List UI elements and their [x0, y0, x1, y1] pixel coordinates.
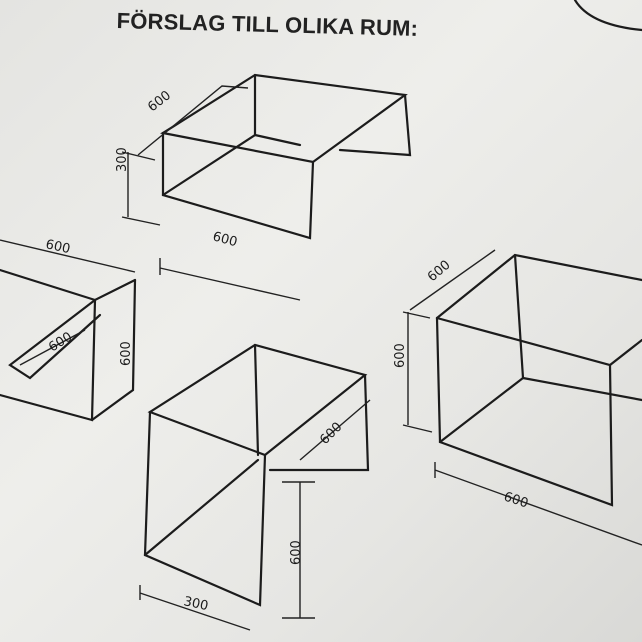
- center-box-width-label: 300: [182, 594, 209, 614]
- right-box-depth-label: 600: [425, 258, 454, 285]
- top-box-height-label: 300: [115, 147, 130, 172]
- center-box-diagram: 600 600 300: [139, 343, 371, 631]
- right-box-width-label: 600: [502, 490, 530, 512]
- corner-sketch: [573, 0, 642, 32]
- left-box-diagram: 600 600 600: [0, 237, 137, 422]
- center-box-height-label: 600: [289, 540, 304, 565]
- left-box-width-label: 600: [44, 237, 71, 257]
- top-box-width-label: 600: [211, 229, 239, 250]
- top-box-diagram: 600 300 600: [115, 73, 412, 301]
- left-box-height-label: 600: [119, 341, 134, 366]
- right-box-diagram: 600 600 600: [393, 249, 642, 546]
- top-box-depth-label: 600: [145, 88, 174, 115]
- right-box-height-label: 600: [393, 343, 408, 368]
